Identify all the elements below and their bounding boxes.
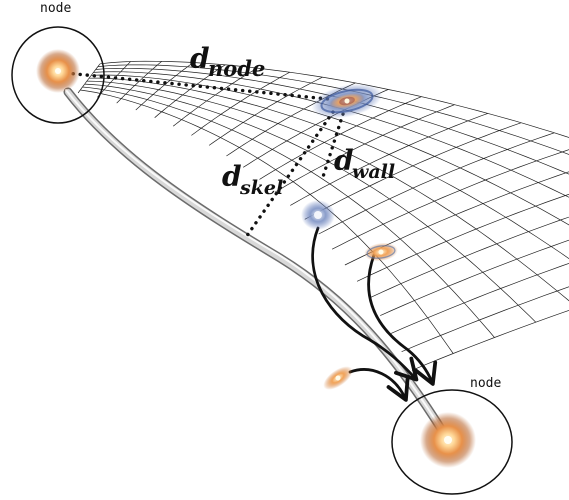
svg-text:d: d bbox=[334, 144, 354, 177]
mesh-line bbox=[116, 61, 162, 104]
node-top-circle bbox=[11, 26, 105, 124]
d-wall-line bbox=[320, 112, 345, 182]
mesh-line bbox=[80, 89, 454, 354]
d-wall-label: d wall bbox=[334, 144, 395, 183]
mesh-line bbox=[304, 122, 522, 220]
mesh-line bbox=[172, 67, 258, 127]
mesh-line bbox=[356, 193, 569, 282]
spiral-galaxy-icon bbox=[311, 83, 383, 119]
mesh-line bbox=[135, 62, 194, 111]
distance-lines bbox=[64, 71, 345, 242]
svg-text:d: d bbox=[222, 160, 242, 193]
mesh-line bbox=[318, 132, 555, 235]
mesh-line bbox=[290, 113, 488, 206]
mesh-line bbox=[191, 71, 290, 136]
mesh-line bbox=[259, 96, 422, 180]
node-bottom bbox=[391, 389, 513, 495]
small-galaxy-icon bbox=[364, 242, 398, 262]
d-skel-line bbox=[242, 110, 335, 242]
mesh-line bbox=[77, 63, 101, 94]
wall-surface-mesh bbox=[77, 60, 569, 371]
mesh-line bbox=[380, 239, 569, 316]
flow-arrow-small-galaxy bbox=[367, 253, 438, 386]
mesh-line bbox=[390, 263, 569, 334]
mesh-line bbox=[275, 104, 455, 193]
mesh-line bbox=[82, 86, 495, 338]
flow-arrow-lower-galaxy bbox=[348, 368, 410, 402]
mesh-line bbox=[368, 216, 569, 299]
mesh-line bbox=[411, 309, 569, 371]
filament-skeleton bbox=[63, 87, 450, 440]
node-bottom-label: node bbox=[470, 376, 501, 391]
node-top bbox=[11, 26, 105, 124]
lower-galaxy-icon bbox=[323, 366, 353, 390]
svg-text:node: node bbox=[208, 56, 265, 81]
mesh-line bbox=[344, 171, 569, 266]
mesh-line bbox=[97, 61, 131, 98]
svg-text:d: d bbox=[190, 42, 210, 75]
svg-text:skel: skel bbox=[239, 177, 283, 199]
d-skel-label: d skel bbox=[222, 160, 283, 199]
mesh-line bbox=[208, 76, 323, 146]
d-node-line bbox=[64, 71, 330, 101]
d-node-label: d node bbox=[190, 42, 265, 81]
mesh-line bbox=[401, 286, 569, 353]
flow-arrow-blue-galaxy bbox=[311, 226, 419, 382]
mesh-line bbox=[154, 64, 226, 118]
mesh-line bbox=[331, 149, 569, 250]
svg-text:wall: wall bbox=[352, 161, 395, 183]
flow-arrows bbox=[311, 226, 438, 402]
node-top-label: node bbox=[40, 1, 71, 16]
node-bottom-circle bbox=[391, 389, 513, 495]
blue-galaxy-icon bbox=[301, 200, 335, 230]
